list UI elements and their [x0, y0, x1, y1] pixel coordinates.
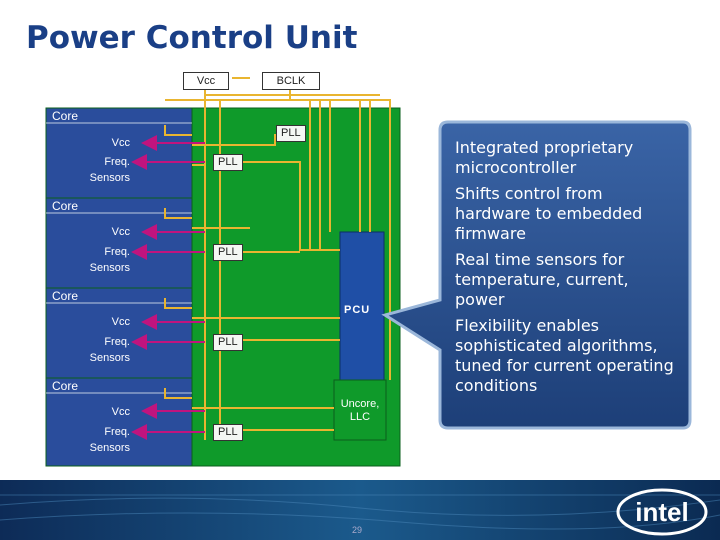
- core-label-1: Core: [52, 109, 78, 123]
- callout-text: Integrated proprietary microcontroller S…: [455, 138, 680, 402]
- core-4-freq: Freq.: [70, 426, 130, 438]
- core-2-freq: Freq.: [70, 246, 130, 258]
- uncore-label-line1: Uncore,: [334, 398, 386, 411]
- core-4-vcc: Vcc: [88, 406, 130, 418]
- core-label-3: Core: [52, 289, 78, 303]
- core-3-vcc: Vcc: [88, 316, 130, 328]
- svg-text:intel: intel: [635, 497, 688, 527]
- bclk-input-box: BCLK: [262, 72, 320, 90]
- core-4-pll: PLL: [213, 424, 243, 441]
- callout-item: Shifts control from hardware to embedded…: [455, 184, 680, 244]
- core-3-freq: Freq.: [70, 336, 130, 348]
- vcc-input-box: Vcc: [183, 72, 229, 90]
- page-number: 29: [352, 525, 362, 535]
- core-label-2: Core: [52, 199, 78, 213]
- core-4-sensors: Sensors: [70, 442, 130, 454]
- core-1-vcc: Vcc: [88, 137, 130, 149]
- core-1-sensors: Sensors: [70, 172, 130, 184]
- core-3-sensors: Sensors: [70, 352, 130, 364]
- core-label-4: Core: [52, 379, 78, 393]
- uncore-pll-box: PLL: [276, 125, 306, 142]
- core-2-sensors: Sensors: [70, 262, 130, 274]
- pcu-label: PCU: [344, 304, 370, 316]
- core-1-freq: Freq.: [70, 156, 130, 168]
- core-3-pll: PLL: [213, 334, 243, 351]
- callout-item: Real time sensors for temperature, curre…: [455, 250, 680, 310]
- uncore-label-line2: LLC: [334, 411, 386, 424]
- core-2-pll: PLL: [213, 244, 243, 261]
- core-1-pll: PLL: [213, 154, 243, 171]
- callout-item: Flexibility enables sophisticated algori…: [455, 316, 680, 396]
- callout-item: Integrated proprietary microcontroller: [455, 138, 680, 178]
- core-2-vcc: Vcc: [88, 226, 130, 238]
